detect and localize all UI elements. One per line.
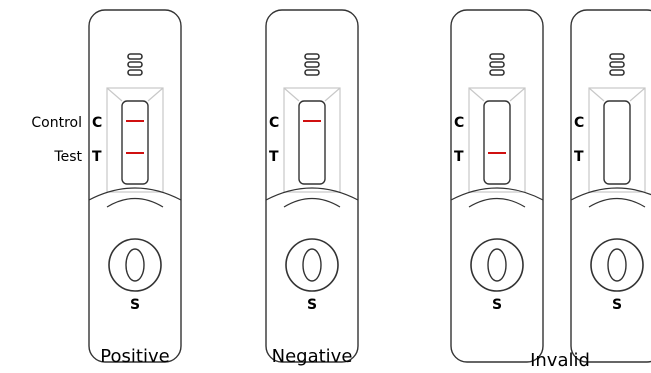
result-window <box>298 100 326 185</box>
cassette-body <box>265 9 359 363</box>
c-letter: C <box>454 115 464 131</box>
caption-invalid: Invalid <box>530 350 590 371</box>
s-letter: S <box>612 297 622 313</box>
sample-ramp <box>450 187 544 208</box>
window-frame <box>106 87 164 193</box>
sample-ramp <box>265 187 359 208</box>
c-letter: C <box>574 115 584 131</box>
cassette-negative: C T S <box>265 9 359 363</box>
window-frame <box>283 87 341 193</box>
caption-negative: Negative <box>272 346 353 367</box>
c-letter: C <box>269 115 279 131</box>
result-window <box>603 100 631 185</box>
caption-positive: Positive <box>100 346 169 367</box>
test-side-label: Test <box>53 149 82 165</box>
c-letter: C <box>92 115 102 131</box>
control-side-label: Control <box>31 115 82 131</box>
window-frame <box>588 87 646 193</box>
grip-icon <box>304 53 320 76</box>
sample-well-inner <box>607 248 627 282</box>
window-frame <box>468 87 526 193</box>
cassette-body <box>450 9 544 363</box>
t-letter: T <box>574 149 584 165</box>
s-letter: S <box>130 297 140 313</box>
s-letter: S <box>492 297 502 313</box>
sample-well-inner <box>487 248 507 282</box>
sample-well-inner <box>302 248 322 282</box>
grip-icon <box>127 53 143 76</box>
sample-well <box>470 238 524 292</box>
sample-well <box>108 238 162 292</box>
grip-icon <box>609 53 625 76</box>
cassette-body <box>570 9 651 363</box>
sample-ramp <box>570 187 651 208</box>
cassette-positive: C T S <box>88 9 182 363</box>
s-letter: S <box>307 297 317 313</box>
result-window <box>121 100 149 185</box>
t-letter: T <box>454 149 464 165</box>
grip-icon <box>489 53 505 76</box>
cassette-invalid-test-only: C T S <box>450 9 544 363</box>
sample-well <box>285 238 339 292</box>
sample-well-inner <box>125 248 145 282</box>
sample-ramp <box>88 187 182 208</box>
cassette-invalid-no-lines: C T S <box>570 9 651 363</box>
sample-well <box>590 238 644 292</box>
t-letter: T <box>92 149 102 165</box>
cassette-body <box>88 9 182 363</box>
t-letter: T <box>269 149 279 165</box>
result-window <box>483 100 511 185</box>
